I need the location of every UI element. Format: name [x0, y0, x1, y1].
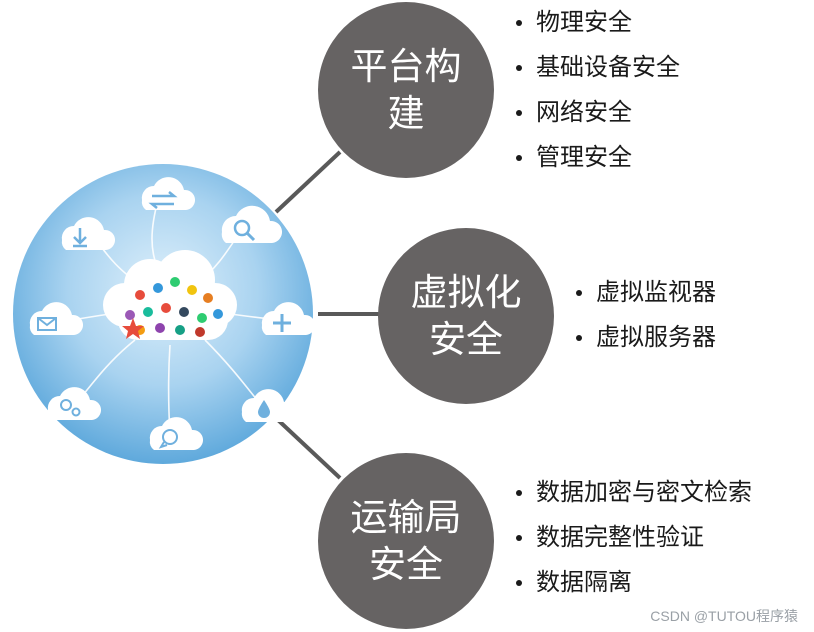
virtual-bullet-list: 虚拟监视器 虚拟服务器 [574, 270, 716, 360]
node-platform-line1: 平台构 [350, 44, 462, 88]
mail-icon [29, 302, 84, 335]
watermark: CSDN @TUTOU程序猿 [650, 608, 798, 624]
bullet-item: 虚拟监视器 [574, 270, 716, 315]
download-icon [61, 217, 116, 250]
bullet-item: 基础设备安全 [514, 45, 680, 90]
node-platform-construction: 平台构 建 [318, 2, 494, 178]
drop-icon [241, 389, 296, 422]
bullet-item: 数据完整性验证 [514, 515, 752, 560]
platform-bullet-list: 物理安全 基础设备安全 网络安全 管理安全 [514, 0, 680, 180]
node-transport-line2: 安全 [369, 543, 443, 586]
bullet-item: 数据加密与密文检索 [514, 470, 752, 515]
bullet-item: 虚拟服务器 [574, 315, 716, 360]
bullet-item: 管理安全 [514, 135, 680, 180]
node-virtual-line1: 虚拟化 [410, 270, 522, 314]
node-virtualization-security: 虚拟化 安全 [378, 228, 554, 404]
chat-icon [149, 417, 204, 450]
plus-icon [261, 302, 316, 335]
connector-platform [274, 150, 342, 214]
search-icon [221, 205, 283, 243]
transfer-icon [141, 177, 196, 210]
central-cloud [103, 250, 237, 340]
node-transport-line1: 运输局 [350, 495, 462, 539]
connector-transport [276, 418, 342, 480]
cloud-globe [13, 164, 316, 464]
node-platform-line2: 建 [387, 92, 425, 135]
bullet-item: 网络安全 [514, 90, 680, 135]
node-virtual-line2: 安全 [429, 318, 503, 361]
bullet-item: 物理安全 [514, 0, 680, 45]
node-transport-security: 运输局 安全 [318, 453, 494, 629]
bullet-item: 数据隔离 [514, 560, 752, 605]
transport-bullet-list: 数据加密与密文检索 数据完整性验证 数据隔离 [514, 470, 752, 605]
settings-icon [47, 387, 102, 420]
